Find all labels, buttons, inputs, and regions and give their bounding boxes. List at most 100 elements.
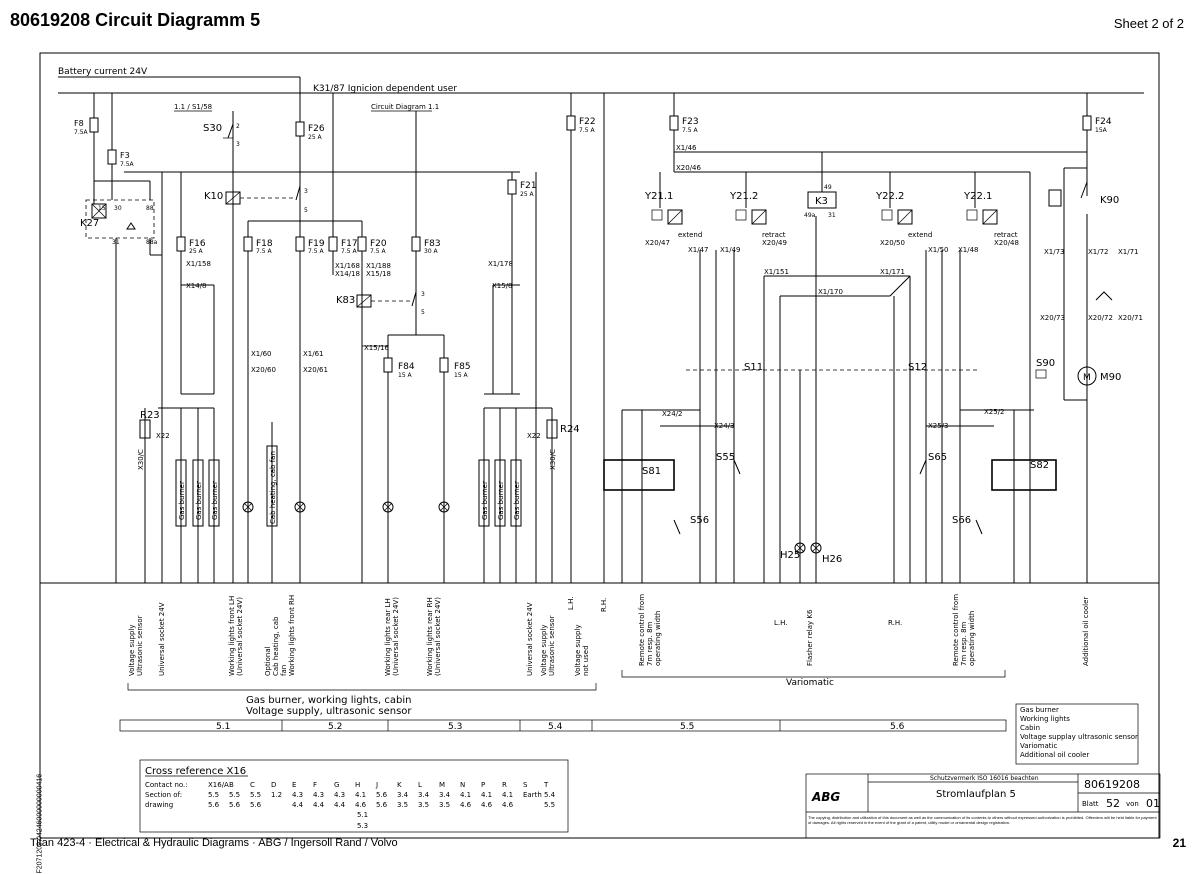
xref-section-cell: 5.5	[250, 791, 261, 799]
svg-text:R23: R23	[140, 410, 160, 421]
svg-text:Remote control from7m resp. 8m: Remote control from7m resp. 8moperating …	[952, 594, 976, 666]
svg-text:H25: H25	[780, 550, 800, 561]
svg-text:F84: F84	[398, 362, 415, 372]
svg-text:Y22.1: Y22.1	[963, 191, 992, 202]
svg-text:S12: S12	[908, 362, 927, 373]
load-blocks-left: Gas burner Gas burner Gas burner Cab hea…	[175, 445, 522, 527]
xref-contact-cell: R	[502, 781, 507, 789]
xref-drawing-cell: 4.4	[334, 801, 346, 809]
xref-contact-cell: G	[334, 781, 339, 789]
svg-text:Universal socket 24V: Universal socket 24V	[526, 602, 534, 676]
svg-text:5.2: 5.2	[328, 722, 342, 732]
xref-section-cell: 5.5	[229, 791, 240, 799]
xref-drawing-cell: 3.5	[439, 801, 450, 809]
svg-text:X20/50: X20/50	[880, 239, 905, 247]
svg-text:31: 31	[828, 212, 836, 219]
xref-contact-cell: X16/A	[208, 781, 229, 789]
xref-contact-cell: N	[460, 781, 465, 789]
svg-text:X1/73: X1/73	[1044, 248, 1065, 256]
svg-text:15: 15	[98, 205, 106, 212]
xref-drawing-cell: 5.6	[229, 801, 241, 809]
svg-text:X20/71: X20/71	[1118, 314, 1143, 322]
copyright-notice: The copying, distribution and utilizatio…	[808, 815, 1157, 825]
svg-text:F17: F17	[341, 239, 358, 249]
svg-text:F3: F3	[120, 151, 130, 160]
svg-text:X20/46: X20/46	[676, 164, 702, 172]
xref-section-cell: 3.4	[439, 791, 451, 799]
svg-text:Voltage supplay ultrasonic sen: Voltage supplay ultrasonic sensor	[1020, 733, 1138, 741]
svg-text:5.1: 5.1	[357, 811, 368, 819]
section-bar: 5.1 5.2 5.3 5.4 5.5 5.6	[119, 719, 1007, 732]
svg-text:drawing: drawing	[145, 801, 173, 809]
svg-text:X22: X22	[156, 432, 170, 440]
svg-text:X20/72: X20/72	[1088, 314, 1113, 322]
xref-contact-cell: P	[481, 781, 485, 789]
lamp-icon	[382, 501, 394, 513]
svg-text:5.3: 5.3	[448, 722, 462, 732]
supply-rails: Battery current 24V K31/87 Ignicion depe…	[40, 67, 1159, 584]
svg-text:R.H.: R.H.	[600, 598, 608, 612]
svg-text:80619208: 80619208	[1084, 778, 1140, 791]
relay-k83: K83 35	[336, 291, 425, 316]
svg-text:49a: 49a	[804, 212, 816, 219]
fuse-f3: F37.5A	[107, 93, 135, 196]
svg-text:Additional oil cooler: Additional oil cooler	[1082, 597, 1090, 666]
svg-text:Remote control from7m resp. 8m: Remote control from7m resp. 8moperating …	[638, 594, 662, 666]
svg-text:F16: F16	[189, 239, 206, 249]
svg-text:X1/168: X1/168	[335, 262, 360, 270]
svg-text:X25/3: X25/3	[928, 422, 949, 430]
svg-text:S90: S90	[1036, 358, 1055, 369]
svg-text:25 A: 25 A	[520, 191, 535, 198]
svg-text:F18: F18	[256, 239, 273, 249]
svg-text:L.H.: L.H.	[567, 597, 575, 611]
xref-contact-cell: S	[523, 781, 528, 789]
svg-text:Working lights rear LH(Univers: Working lights rear LH(Universal socket …	[384, 597, 400, 676]
svg-text:Universal socket 24V: Universal socket 24V	[158, 602, 166, 676]
xref-drawing-cell: 4.4	[313, 801, 325, 809]
xref-contact-cell: C	[250, 781, 255, 789]
svg-text:Contact no.:: Contact no.:	[145, 781, 188, 789]
svg-text:X22: X22	[527, 432, 541, 440]
xref-drawing-cell: 3.5	[418, 801, 429, 809]
svg-text:5: 5	[421, 309, 425, 316]
svg-text:5.3: 5.3	[357, 822, 368, 830]
svg-text:X1/178: X1/178	[488, 260, 513, 268]
xref-section-cell: 1.2	[271, 791, 282, 799]
svg-text:X30/C: X30/C	[549, 449, 557, 470]
svg-text:X15/16: X15/16	[364, 344, 390, 352]
xref-contact-cell: K	[397, 781, 402, 789]
svg-text:X20/61: X20/61	[303, 366, 328, 374]
xref-drawing-cell: 4.6	[460, 801, 472, 809]
svg-text:Gas burner: Gas burner	[497, 481, 505, 520]
switch-s81	[603, 459, 675, 491]
svg-text:Gas burner: Gas burner	[178, 481, 186, 520]
xref-section-cell: 5.4	[544, 791, 556, 799]
svg-text:S11: S11	[744, 362, 763, 373]
svg-text:7.5 A: 7.5 A	[341, 248, 357, 255]
svg-text:7.5 A: 7.5 A	[308, 248, 324, 255]
svg-text:X24/2: X24/2	[662, 410, 683, 418]
svg-text:X20/49: X20/49	[762, 239, 787, 247]
svg-text:Schutzvermerk ISO 16016 beacht: Schutzvermerk ISO 16016 beachten	[930, 775, 1039, 782]
svg-text:Y22.2: Y22.2	[875, 191, 904, 202]
xref-section-cell: 4.1	[481, 791, 492, 799]
svg-text:extend: extend	[908, 231, 932, 239]
xref-contact-cell: H	[355, 781, 360, 789]
svg-text:S30: S30	[203, 123, 222, 134]
xref-contact-cell: M	[439, 781, 445, 789]
svg-text:X24/3: X24/3	[714, 422, 735, 430]
xref-section-cell: 4.1	[502, 791, 513, 799]
svg-text:K10: K10	[204, 191, 223, 202]
svg-text:X1/188: X1/188	[366, 262, 391, 270]
xref-drawing-cell: 4.6	[355, 801, 367, 809]
svg-text:F83: F83	[424, 239, 441, 249]
